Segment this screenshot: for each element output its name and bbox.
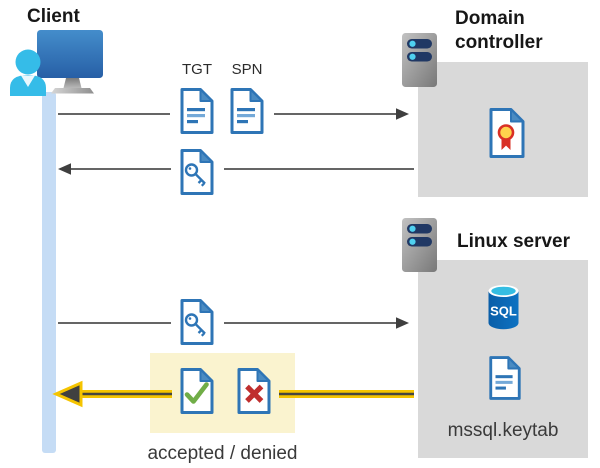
sql-badge-text: SQL	[490, 304, 517, 319]
tgt-label: TGT	[182, 61, 212, 78]
client-user-monitor-icon	[8, 26, 108, 96]
keytab-document-icon	[486, 353, 524, 403]
accepted-denied-highlight	[150, 353, 295, 433]
dc-server-icon	[401, 32, 438, 88]
arrow-linux-to-client-highlight	[52, 380, 414, 408]
mssql-keytab-label: mssql.keytab	[447, 420, 559, 441]
tgt-document-icon	[177, 87, 217, 135]
key-document-icon-to-linux	[177, 298, 217, 346]
accepted-denied-label: accepted / denied	[147, 443, 298, 464]
arrowhead-right-dc	[396, 108, 409, 120]
domain-controller-title: Domain controller	[455, 8, 543, 53]
certificate-document-icon	[486, 107, 528, 159]
client-timeline-bar	[42, 92, 56, 453]
spn-label: SPN	[231, 61, 263, 78]
arrowhead-left-highlight	[52, 380, 83, 408]
accepted-check-document-icon	[177, 367, 217, 415]
linux-server-title: Linux server	[457, 231, 570, 252]
linux-server-icon	[401, 217, 438, 273]
arrowhead-right-linux	[396, 317, 409, 329]
denied-x-document-icon	[234, 367, 274, 415]
client-title: Client	[27, 6, 80, 27]
sql-database-icon: SQL	[486, 284, 521, 331]
arrowhead-left-client	[58, 163, 71, 175]
spn-document-icon	[227, 87, 267, 135]
key-document-icon-return	[177, 148, 217, 196]
